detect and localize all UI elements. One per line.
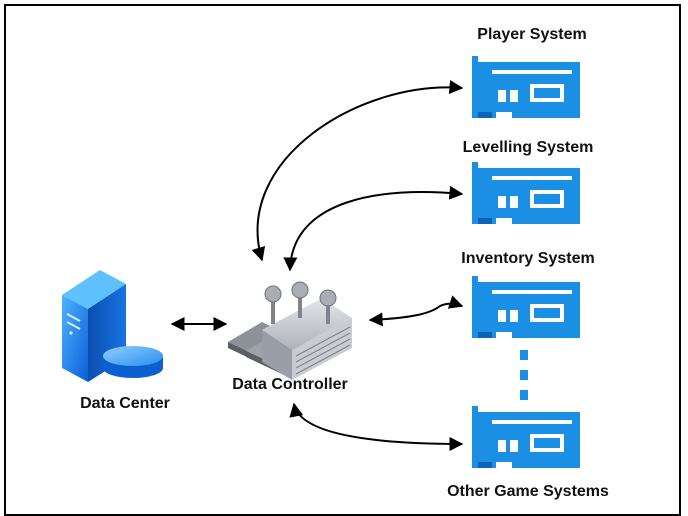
player-system-card-icon <box>472 56 580 118</box>
levelling-system-label: Levelling System <box>462 139 594 156</box>
data-center-label: Data Center <box>80 395 170 412</box>
other-game-systems-card-icon <box>472 406 580 468</box>
arrow-controller-player <box>251 80 464 262</box>
data-controller-label: Data Controller <box>232 376 348 393</box>
server-with-database-icon <box>62 270 163 382</box>
levelling-system-card-icon <box>472 162 580 224</box>
arrow-controller-inventory <box>368 295 464 327</box>
controller-switch-icon <box>228 281 352 380</box>
player-system-label: Player System <box>477 26 587 43</box>
arrow-controller-other <box>289 402 464 451</box>
ellipsis-dots <box>520 350 528 400</box>
inventory-system-label: Inventory System <box>461 250 595 267</box>
inventory-system-card-icon <box>472 276 580 338</box>
other-game-systems-label: Other Game Systems <box>447 483 609 500</box>
arrow-controller-levelling <box>283 185 464 272</box>
